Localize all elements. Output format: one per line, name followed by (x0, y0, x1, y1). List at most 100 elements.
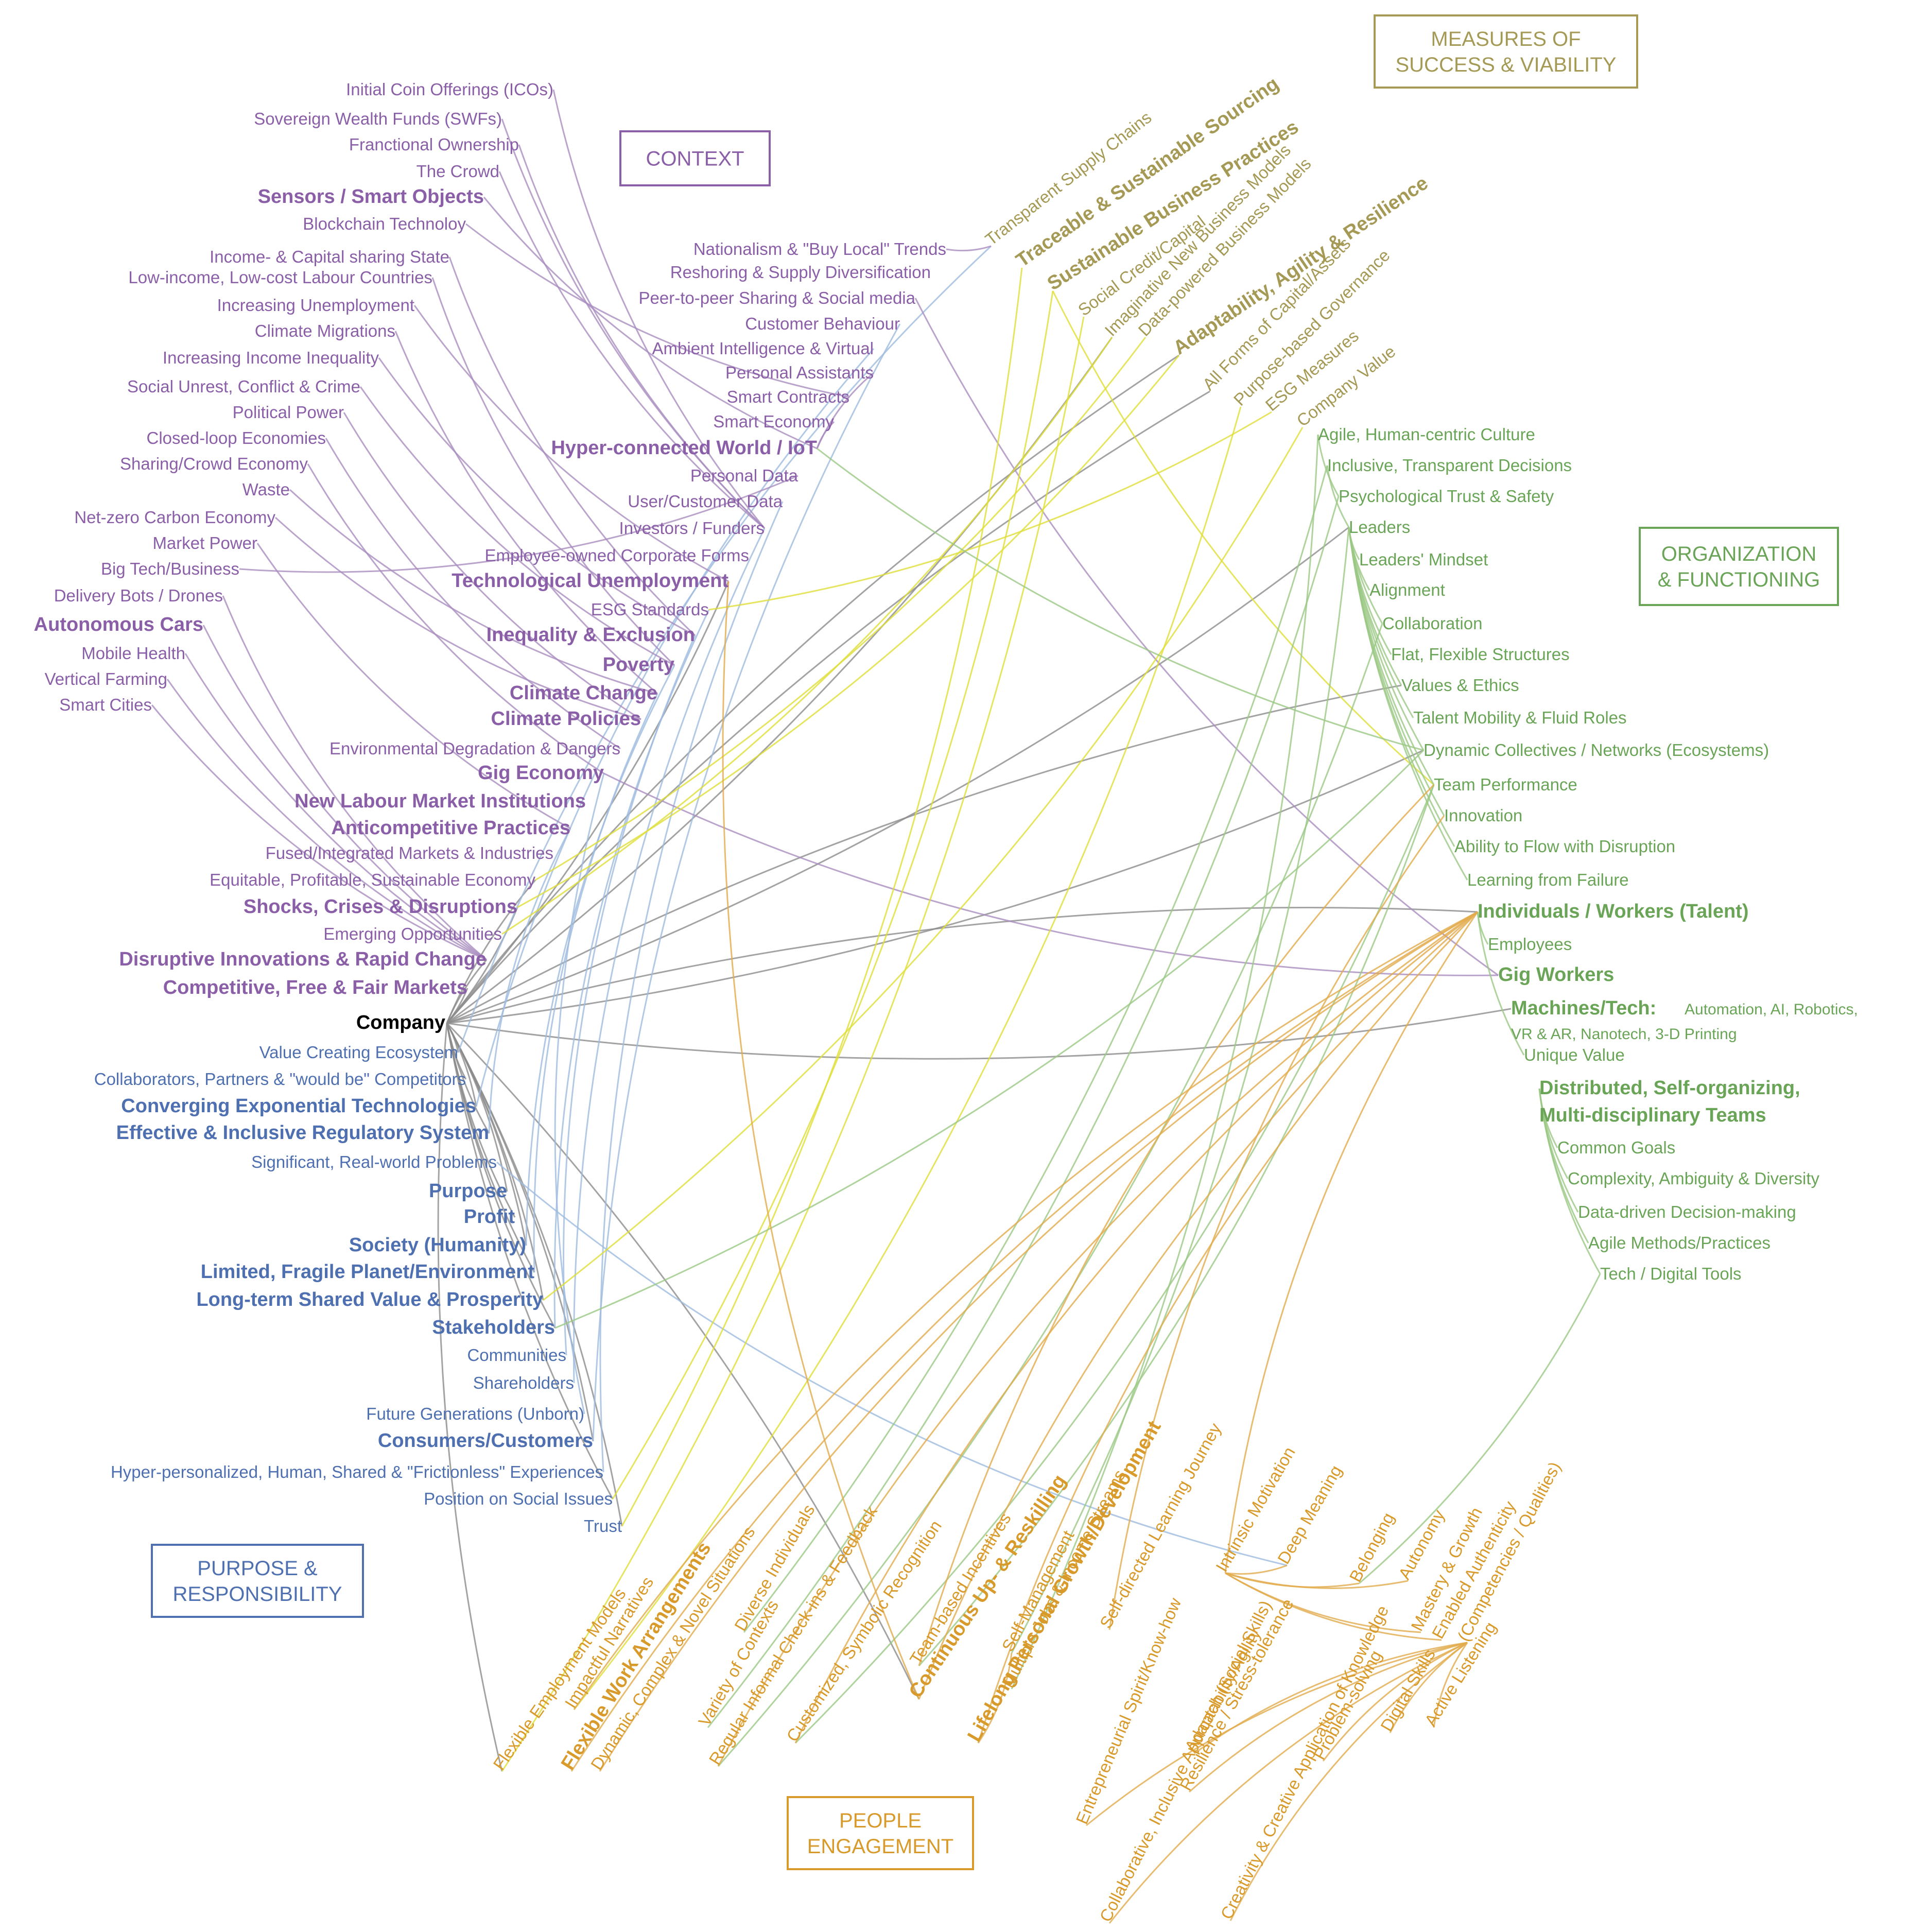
link-flexible-employment-models-to-social-credit-capital (501, 316, 1085, 1772)
node-net-zero-carbon-economy: Net-zero Carbon Economy (74, 508, 275, 527)
category-organization-title: & FUNCTIONING (1658, 568, 1820, 591)
node-sovereign-wealth-funds-swfs: Sovereign Wealth Funds (SWFs) (254, 109, 502, 128)
link-impactful-narratives-to-purpose-based-governance (573, 406, 1242, 1710)
node-poverty: Poverty (603, 654, 674, 676)
link-poverty-to-society-humanity (525, 665, 675, 1246)
link-belonging-to-tech-digital-tools (1359, 1273, 1601, 1584)
node-smart-economy: Smart Economy (713, 412, 834, 431)
node-reshoring-supply-diversification: Reshoring & Supply Diversification (670, 263, 931, 282)
link-intrinsic-motivation-to-enabled-authenticity (1225, 1572, 1442, 1641)
node-smart-contracts: Smart Contracts (727, 387, 849, 406)
link-company-to-values-ethics (446, 684, 1402, 1024)
node-climate-migrations: Climate Migrations (255, 321, 395, 340)
node-nationalism-buy-local-trends: Nationalism & "Buy Local" Trends (693, 239, 946, 258)
link-individuals-workers-talent-to-lifelong-personal-growth-development (977, 911, 1479, 1744)
link-the-crowd-to-investors-funders (498, 171, 765, 529)
link-company-to-continuous-up-reskilling (446, 1022, 920, 1700)
link-individuals-workers-talent-to-flexible-work-arrangements (570, 911, 1478, 1772)
link-smart-cities-to-disruptive-innovations-rapid-change (151, 704, 487, 961)
link-waste-to-climate-change (289, 489, 658, 695)
node-anticompetitive-practices: Anticompetitive Practices (331, 817, 570, 839)
link-company-to-technological-unemployment (446, 581, 730, 1024)
node-investors-funders: Investors / Funders (619, 519, 765, 538)
node-labels: Initial Coin Offerings (ICOs)Sovereign W… (34, 73, 1858, 1925)
link-trust-to-traceable-sustainable-sourcing (621, 267, 1023, 1527)
category-purpose-title: RESPONSIBILITY (173, 1583, 342, 1606)
node-machines-tech-detail-line1: Automation, AI, Robotics, (1685, 1001, 1858, 1018)
link-market-power-to-anticompetitive-practices (256, 543, 571, 830)
node-agile-human-centric-culture: Agile, Human-centric Culture (1318, 425, 1535, 444)
node-environmental-degradation-dangers: Environmental Degradation & Dangers (329, 739, 620, 758)
link-net-zero-carbon-economy-to-climate-policies (274, 516, 641, 720)
link-competencies-qualities-to-adaptability-agility (1194, 1642, 1468, 1754)
link-company-to-position-on-social-issues (446, 1023, 614, 1499)
link-company-to-all-forms-of-capital-assets (446, 390, 1210, 1024)
node-long-term-shared-value-prosperity: Long-term Shared Value & Prosperity (196, 1289, 543, 1310)
node-unique-value: Unique Value (1524, 1045, 1625, 1064)
link-nationalism-buy-local-trends-to-transparent-supply-chains (946, 245, 992, 252)
link-low-income-low-cost-labour-countries-to-poverty (431, 277, 675, 666)
link-blockchain-technoloy-to-smart-contracts (465, 223, 850, 398)
node-hyper-connected-world-iot: Hyper-connected World / IoT (551, 437, 817, 459)
node-shocks-crises-disruptions: Shocks, Crises & Disruptions (244, 896, 517, 918)
link-position-on-social-issues-to-sustainable-business-practices (612, 290, 1054, 1499)
link-inequality-exclusion-to-communities (563, 635, 696, 1356)
node-gig-economy: Gig Economy (478, 762, 604, 784)
node-increasing-income-inequality: Increasing Income Inequality (163, 348, 379, 367)
link-personal-assistants-to-hyper-connected-world-iot (816, 372, 874, 449)
node-blockchain-technoloy: Blockchain Technoloy (303, 214, 466, 233)
link-competencies-qualities-to-creativity-creative-application-of-knowledge (1229, 1642, 1468, 1921)
link-individuals-workers-talent-to-continuous-up-reskilling (918, 911, 1478, 1700)
link-sharing-crowd-economy-to-gig-economy (307, 463, 604, 774)
node-team-performance: Team Performance (1434, 775, 1577, 794)
link-self-management-to-leaders (1011, 527, 1350, 1653)
node-distributed-self-organizing: Distributed, Self-organizing, (1539, 1077, 1800, 1099)
node-innovation: Innovation (1444, 806, 1522, 825)
link-individuals-workers-talent-to-unique-value (1477, 911, 1525, 1056)
link-competencies-qualities-to-problem-solving (1322, 1642, 1468, 1762)
category-organization: ORGANIZATION& FUNCTIONING (1639, 527, 1839, 606)
node-gig-workers: Gig Workers (1498, 964, 1614, 986)
node-sensors-smart-objects: Sensors / Smart Objects (258, 186, 484, 208)
link-individuals-workers-talent-to-customized-symbolic-recognition (794, 911, 1478, 1744)
link-multiple-jobs-income-streams-to-agile-human-centric-culture (1011, 434, 1319, 1689)
node-market-power: Market Power (152, 533, 257, 553)
node-tech-digital-tools: Tech / Digital Tools (1600, 1264, 1742, 1283)
category-purpose-frame (151, 1544, 364, 1618)
link-gig-economy-to-gig-workers (603, 772, 1499, 976)
category-purpose: PURPOSE &RESPONSIBILITY (151, 1544, 364, 1618)
node-converging-exponential-technologies: Converging Exponential Technologies (121, 1095, 476, 1117)
link-shocks-crises-disruptions-to-adaptability-agility-resilience (517, 355, 1180, 908)
node-individuals-workers-talent: Individuals / Workers (Talent) (1478, 901, 1748, 922)
node-agile-methods-practices: Agile Methods/Practices (1588, 1233, 1771, 1252)
link-company-to-individuals-workers-talent (446, 907, 1478, 1024)
link-ambient-intelligence-virtual-to-converging-exponential-technologies (475, 348, 875, 1107)
category-people-frame (787, 1796, 974, 1870)
node-climate-change: Climate Change (510, 682, 657, 704)
node-position-on-social-issues: Position on Social Issues (424, 1489, 613, 1508)
node-dynamic-collectives-networks-ecosystems: Dynamic Collectives / Networks (Ecosyste… (1424, 740, 1769, 760)
node-climate-policies: Climate Policies (491, 708, 641, 730)
node-purpose: Purpose (429, 1180, 507, 1202)
link-climate-migrations-to-climate-change (394, 331, 658, 695)
node-alignment: Alignment (1369, 580, 1445, 599)
node-disruptive-innovations-rapid-change: Disruptive Innovations & Rapid Change (119, 948, 487, 970)
link-lifelong-personal-growth-development-to-self-management (977, 1652, 1013, 1744)
node-machines-tech: Machines/Tech: (1511, 997, 1656, 1019)
connection-lines (151, 89, 1601, 1924)
link-customer-behaviour-to-consumers-customers (592, 323, 901, 1442)
node-limited-fragile-planet-environment: Limited, Fragile Planet/Environment (201, 1261, 535, 1283)
link-sustainable-business-practices-to-team-performance (1052, 290, 1434, 786)
link-long-term-shared-value-prosperity-to-company-value (543, 427, 1304, 1301)
node-sharing-crowd-economy: Sharing/Crowd Economy (120, 454, 308, 473)
node-value-creating-ecosystem: Value Creating Ecosystem (259, 1043, 458, 1062)
link-competencies-qualities-to-entrepreneurial-spirit-know-how (1086, 1642, 1468, 1826)
node-competitive-free-fair-markets: Competitive, Free & Fair Markets (163, 977, 467, 998)
node-fused-integrated-markets-industries: Fused/Integrated Markets & Industries (266, 843, 553, 863)
node-low-income-low-cost-labour-countries: Low-income, Low-cost Labour Countries (128, 268, 432, 287)
node-future-generations-unborn: Future Generations (Unborn) (366, 1404, 584, 1423)
node-new-labour-market-institutions: New Labour Market Institutions (294, 790, 586, 812)
link-franctional-ownership-to-investors-funders (518, 144, 766, 529)
